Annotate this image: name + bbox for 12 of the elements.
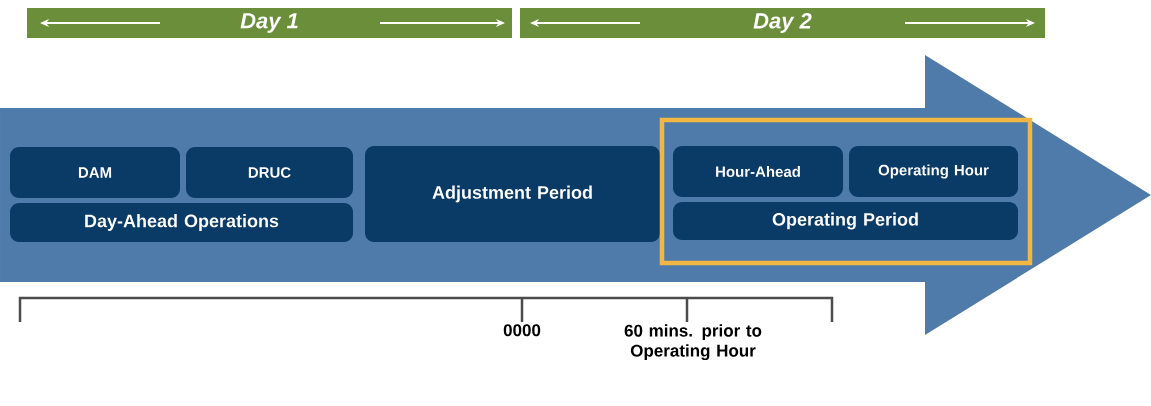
- stage-box: Day-Ahead Operations: [10, 203, 353, 242]
- day-banner: Day 2: [520, 8, 1045, 38]
- tick-label: 0000: [503, 324, 541, 337]
- stage-box: DRUC: [186, 147, 353, 198]
- stage-box: Operating Period: [673, 202, 1018, 240]
- day-banner: Day 1: [27, 8, 512, 38]
- stage-box: DAM: [10, 147, 180, 198]
- stage-box: Adjustment Period: [365, 146, 660, 242]
- stage-box: Operating Hour: [849, 146, 1018, 197]
- tick-label: 60 mins. prior to Operating Hour: [624, 324, 762, 361]
- stage-box: Hour-Ahead: [673, 146, 843, 197]
- highlight-frame: [659, 117, 1033, 266]
